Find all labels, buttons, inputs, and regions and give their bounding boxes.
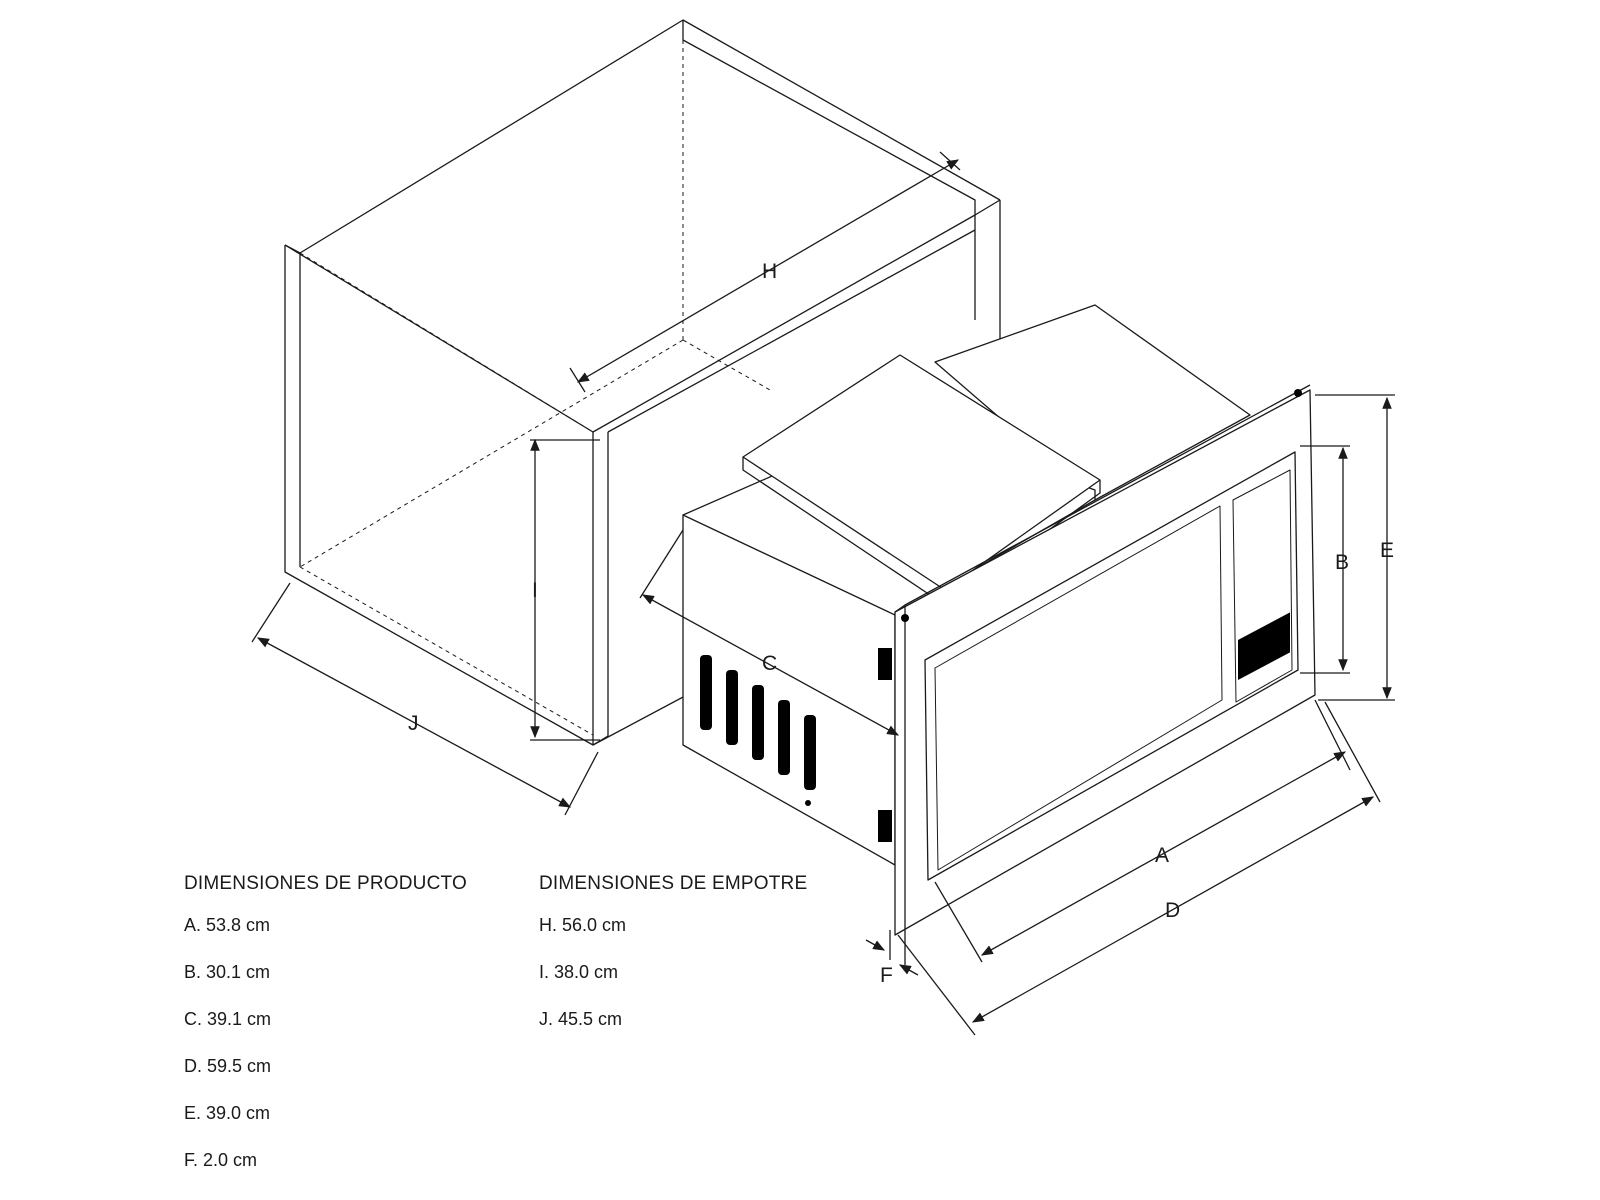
label-f: F — [880, 964, 893, 987]
dimension-letters: H I J C A D B E F — [408, 260, 1394, 987]
mounting-dimensions-heading: DIMENSIONES DE EMPOTRE — [539, 873, 808, 894]
mounting-dimension-item: I. 38.0 cm — [539, 962, 619, 982]
mounting-dimensions-list: DIMENSIONES DE EMPOTRE H. 56.0 cm I. 38.… — [539, 873, 807, 1056]
label-i: I — [532, 579, 538, 602]
product-dimension-item: D. 59.5 cm — [184, 1056, 272, 1076]
product-dimensions-list: DIMENSIONES DE PRODUCTO A. 53.8 cm B. 30… — [184, 873, 467, 1197]
label-b: B — [1335, 551, 1349, 574]
label-h: H — [762, 260, 777, 283]
label-e: E — [1380, 539, 1394, 562]
product-dimension-item: E. 39.0 cm — [184, 1103, 271, 1123]
product-dimension-item: A. 53.8 cm — [184, 915, 271, 935]
label-j: J — [408, 712, 419, 735]
product-dimension-item: F. 2.0 cm — [184, 1150, 258, 1170]
mounting-dimension-item: J. 45.5 cm — [539, 1009, 623, 1029]
label-d: D — [1165, 899, 1180, 922]
product-dimensions-heading: DIMENSIONES DE PRODUCTO — [184, 873, 467, 894]
label-c: C — [762, 652, 777, 675]
label-a: A — [1155, 844, 1169, 867]
product-dimension-item: C. 39.1 cm — [184, 1009, 272, 1029]
dimension-lines — [251, 151, 1395, 1036]
mounting-dimension-item: H. 56.0 cm — [539, 915, 627, 935]
product-dimension-item: B. 30.1 cm — [184, 962, 271, 982]
